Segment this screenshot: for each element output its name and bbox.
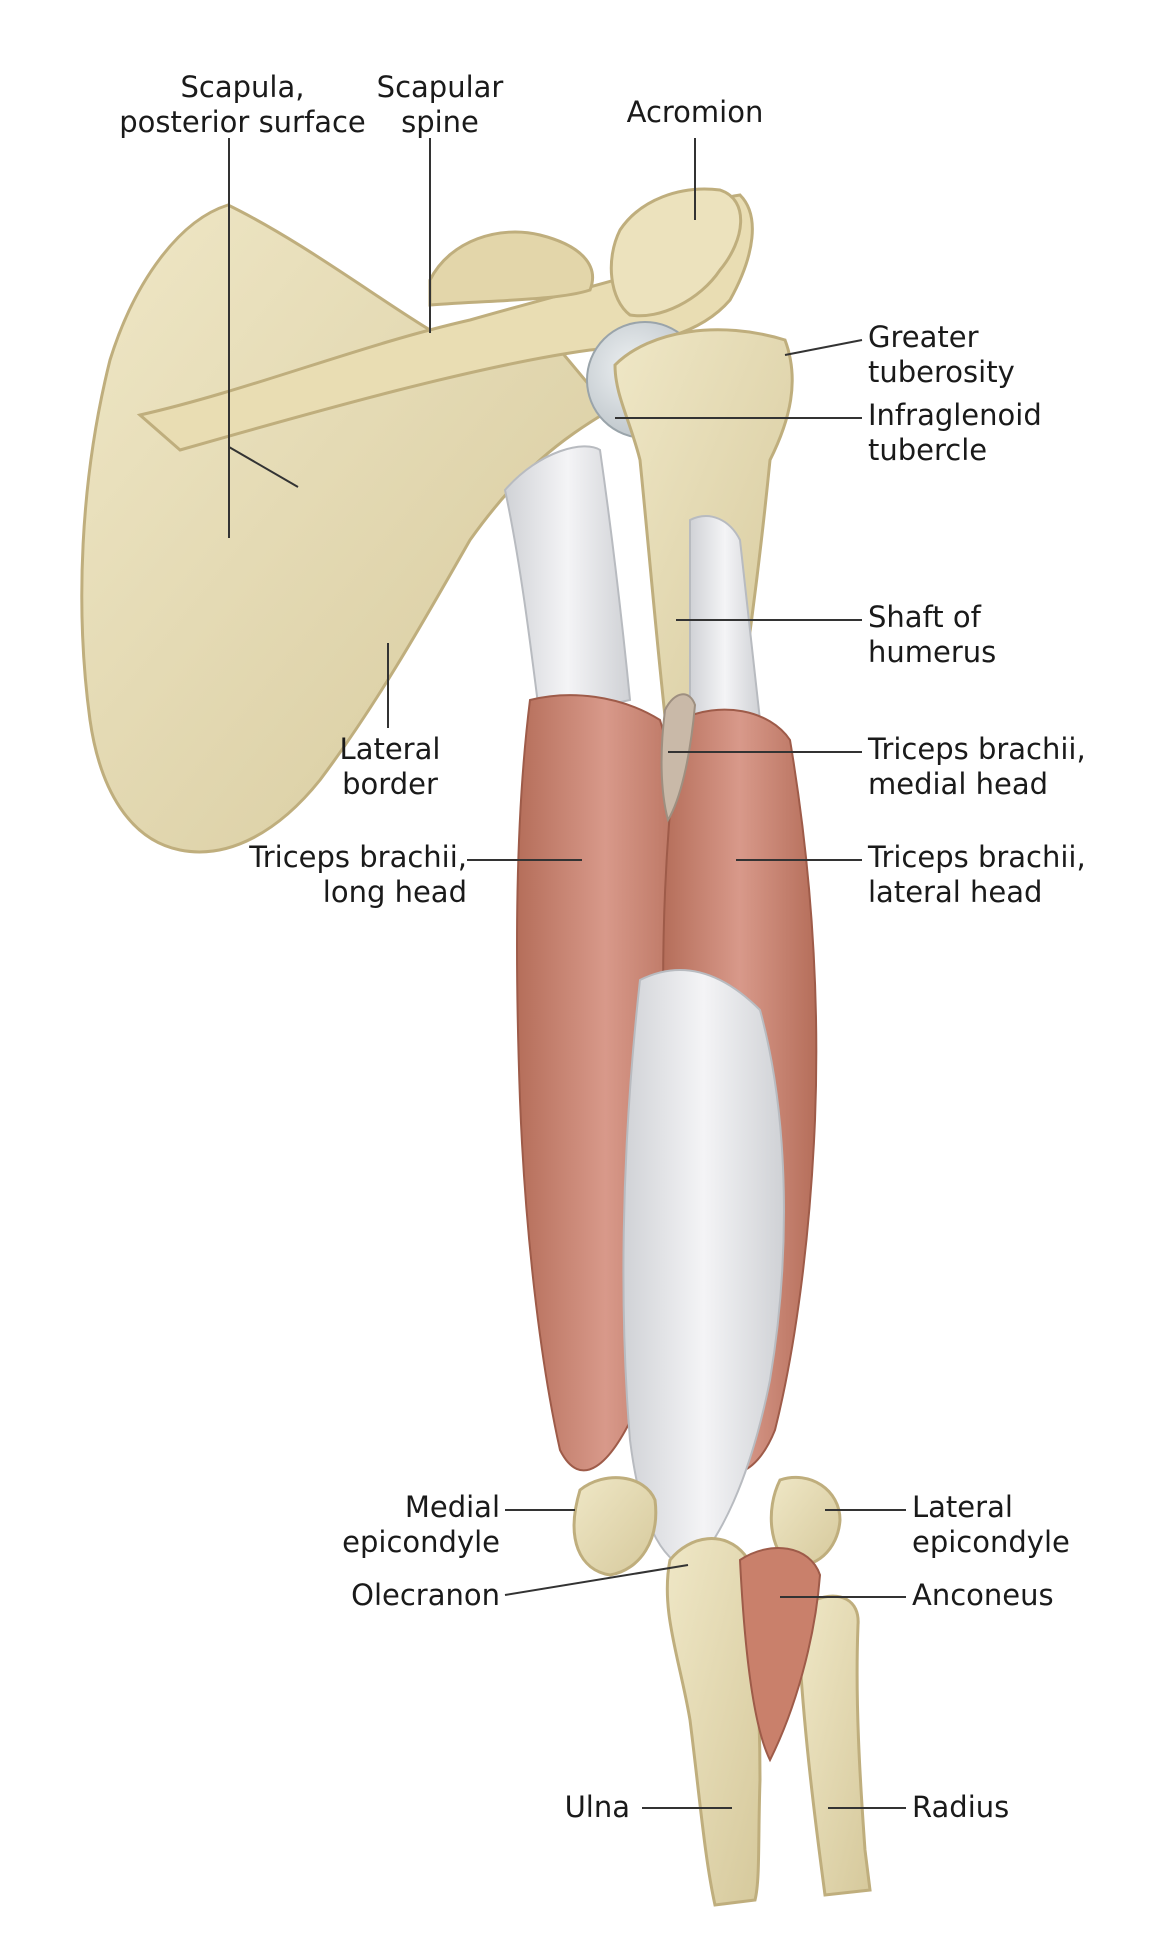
lateral-epicondyle-bone bbox=[769, 1475, 842, 1568]
label-medial-epicondyle: Medial epicondyle bbox=[330, 1490, 500, 1560]
label-line: medial head bbox=[868, 767, 1049, 801]
label-greater-tuberosity: Greater tuberosity bbox=[868, 320, 1015, 390]
medial-epicondyle-bone bbox=[572, 1476, 658, 1577]
label-acromion: Acromion bbox=[620, 95, 770, 130]
label-line: humerus bbox=[868, 635, 997, 669]
label-anconeus: Anconeus bbox=[912, 1578, 1054, 1613]
label-line: lateral head bbox=[868, 875, 1043, 909]
label-line: Infraglenoid bbox=[868, 398, 1042, 432]
leader-scapula-posterior-surface-branch bbox=[228, 446, 299, 488]
label-line: Scapular bbox=[376, 70, 504, 104]
acromion-bone bbox=[609, 187, 743, 318]
leader-olecranon bbox=[504, 1564, 689, 1596]
label-line: spine bbox=[401, 105, 479, 139]
label-line: border bbox=[342, 767, 438, 801]
label-line: epicondyle bbox=[912, 1525, 1070, 1559]
label-lateral-epicondyle: Lateral epicondyle bbox=[912, 1490, 1070, 1560]
label-triceps-medial-head: Triceps brachii, medial head bbox=[868, 732, 1086, 802]
label-line: epicondyle bbox=[342, 1525, 500, 1559]
label-line: Lateral bbox=[912, 1490, 1013, 1524]
label-infraglenoid-tubercle: Infraglenoid tubercle bbox=[868, 398, 1042, 468]
label-line: long head bbox=[322, 875, 467, 909]
label-line: Lateral bbox=[339, 732, 441, 766]
label-line: posterior surface bbox=[119, 105, 366, 139]
label-scapula-posterior-surface: Scapula, posterior surface bbox=[115, 70, 370, 140]
label-triceps-lateral-head: Triceps brachii, lateral head bbox=[868, 840, 1086, 910]
label-line: Ulna bbox=[564, 1790, 630, 1824]
triceps-medial-head bbox=[660, 693, 697, 823]
ulna-bone bbox=[665, 1537, 762, 1907]
label-line: tuberosity bbox=[868, 355, 1015, 389]
label-lateral-border: Lateral border bbox=[320, 732, 460, 802]
label-line: Anconeus bbox=[912, 1578, 1054, 1612]
scapular-spine-bone bbox=[136, 193, 754, 452]
label-triceps-long-head: Triceps brachii, long head bbox=[235, 840, 467, 910]
label-line: Triceps brachii, bbox=[249, 840, 467, 874]
label-line: Greater bbox=[868, 320, 979, 354]
triceps-tendon bbox=[622, 969, 785, 1572]
label-line: Shaft of bbox=[868, 600, 981, 634]
label-line: Medial bbox=[404, 1490, 500, 1524]
leader-lines bbox=[228, 138, 906, 1809]
label-line: Triceps brachii, bbox=[868, 840, 1086, 874]
label-line: Olecranon bbox=[351, 1578, 500, 1612]
label-line: tubercle bbox=[868, 433, 988, 467]
anconeus-muscle bbox=[738, 1547, 822, 1763]
leader-greater-tuberosity bbox=[784, 339, 863, 356]
label-line: Triceps brachii, bbox=[868, 732, 1086, 766]
label-scapular-spine: Scapular spine bbox=[370, 70, 510, 140]
long-head-tendon bbox=[503, 445, 632, 722]
label-line: Scapula, bbox=[180, 70, 305, 104]
label-radius: Radius bbox=[912, 1790, 1009, 1825]
scapula-superior-border bbox=[428, 230, 594, 307]
label-line: Radius bbox=[912, 1790, 1010, 1824]
label-olecranon: Olecranon bbox=[330, 1578, 500, 1613]
label-shaft-of-humerus: Shaft of humerus bbox=[868, 600, 996, 670]
label-line: Acromion bbox=[626, 95, 764, 129]
label-ulna: Ulna bbox=[520, 1790, 630, 1825]
